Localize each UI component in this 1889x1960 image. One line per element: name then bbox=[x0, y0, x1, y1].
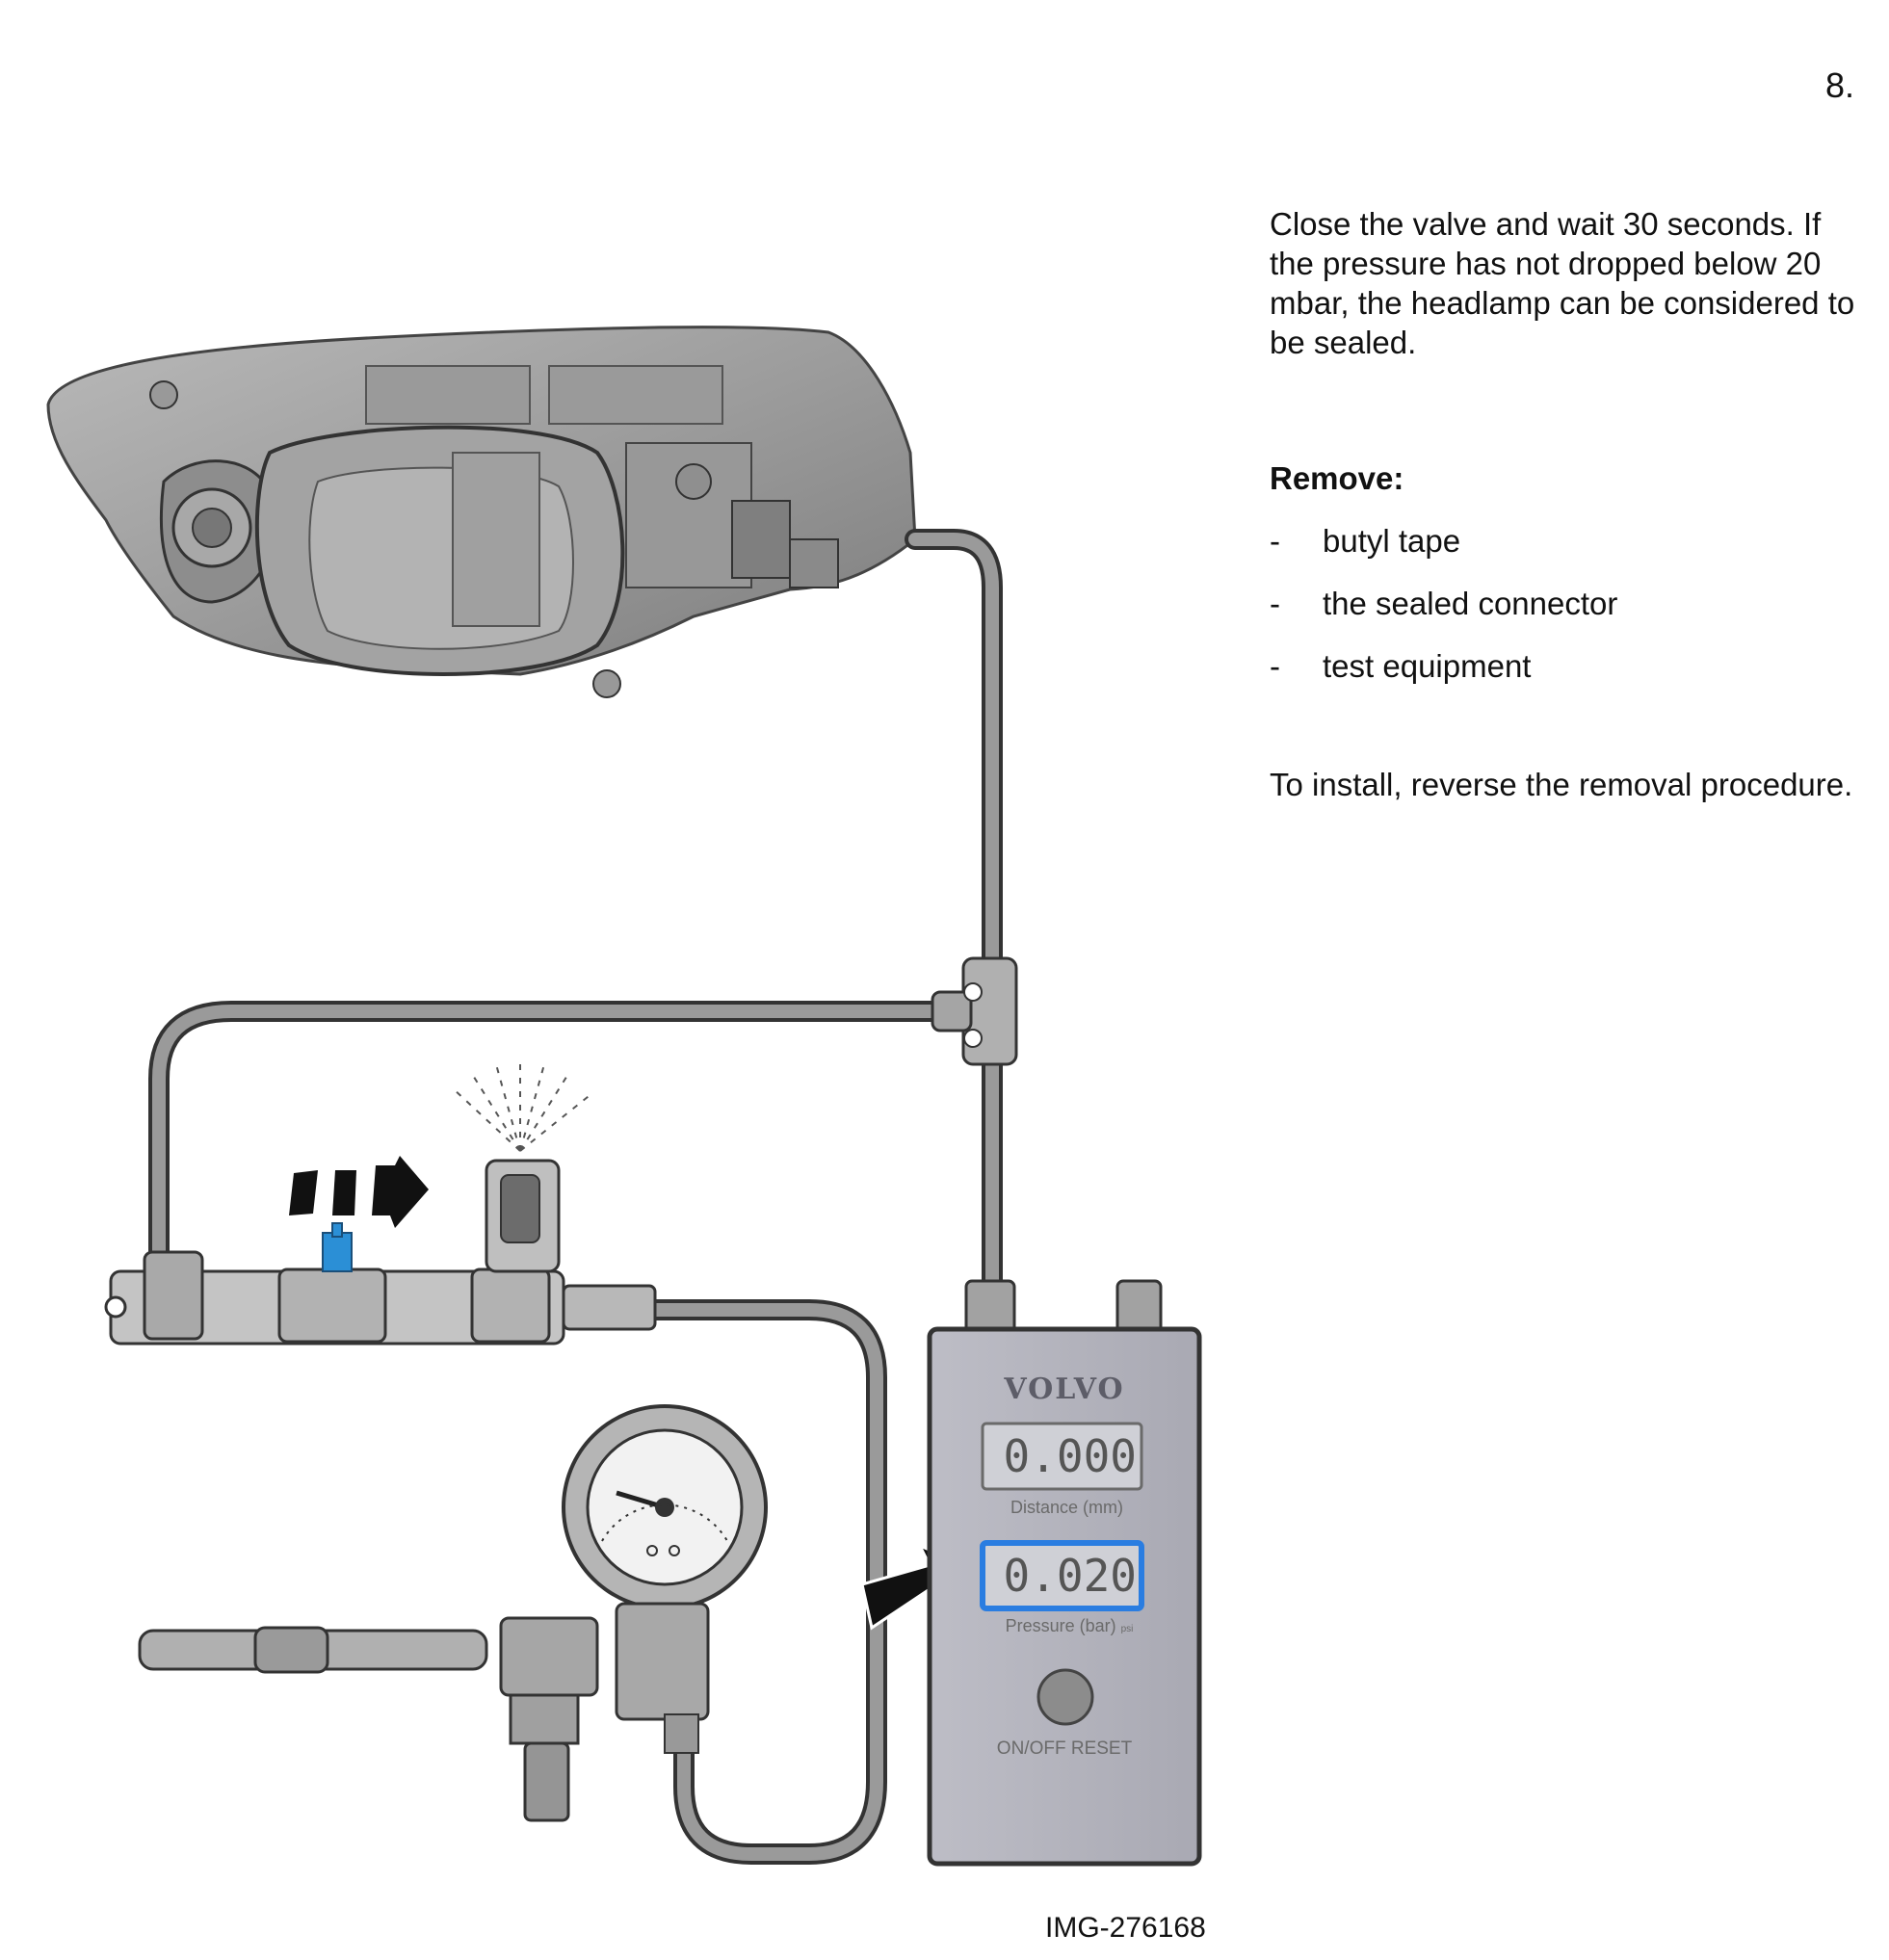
remove-list-item: - test equipment bbox=[1270, 646, 1867, 686]
pressure-unit-small: psi bbox=[1120, 1624, 1134, 1634]
t-piece-connector bbox=[931, 956, 1018, 1066]
list-dash: - bbox=[1270, 523, 1280, 559]
install-instruction: To install, reverse the removal procedur… bbox=[1270, 767, 1853, 802]
air-spray-lines bbox=[452, 1059, 593, 1152]
turn-direction-arrow bbox=[289, 1156, 429, 1228]
image-caption: IMG-276168 bbox=[1045, 1912, 1206, 1944]
valve-manifold bbox=[104, 1159, 657, 1346]
pressure-check-instruction: Close the valve and wait 30 seconds. If … bbox=[1270, 206, 1855, 360]
on-off-reset-button-label: ON/OFF RESET bbox=[996, 1738, 1133, 1759]
pressure-display: 0.020 bbox=[1003, 1550, 1137, 1602]
remove-heading: Remove: bbox=[1270, 460, 1404, 496]
remove-item-text: test equipment bbox=[1323, 648, 1532, 684]
digital-leak-tester bbox=[927, 1279, 1202, 1867]
pressure-display-highlight bbox=[980, 1540, 1144, 1611]
headlamp bbox=[46, 326, 917, 698]
list-dash: - bbox=[1270, 586, 1280, 621]
analog-pressure-gauge bbox=[138, 1404, 768, 1822]
pressure-label: Pressure (bar) psi bbox=[973, 1616, 1166, 1636]
remove-item-text: butyl tape bbox=[1323, 523, 1461, 559]
remove-list-item: - butyl tape bbox=[1270, 521, 1867, 561]
remove-list: - butyl tape - the sealed connector - te… bbox=[1270, 521, 1867, 686]
distance-label: Distance (mm) bbox=[1010, 1498, 1123, 1517]
hose-lines bbox=[148, 529, 1003, 1865]
pressure-label-text: Pressure (bar) bbox=[1005, 1616, 1116, 1635]
instruction-text: Close the valve and wait 30 seconds. If … bbox=[1270, 204, 1867, 804]
remove-list-item: - the sealed connector bbox=[1270, 584, 1867, 623]
tester-brand: VOLVO bbox=[1004, 1372, 1125, 1406]
remove-item-text: the sealed connector bbox=[1323, 586, 1618, 621]
distance-display: 0.000 bbox=[1003, 1430, 1137, 1482]
list-dash: - bbox=[1270, 648, 1280, 684]
step-number: 8. bbox=[1825, 65, 1855, 105]
